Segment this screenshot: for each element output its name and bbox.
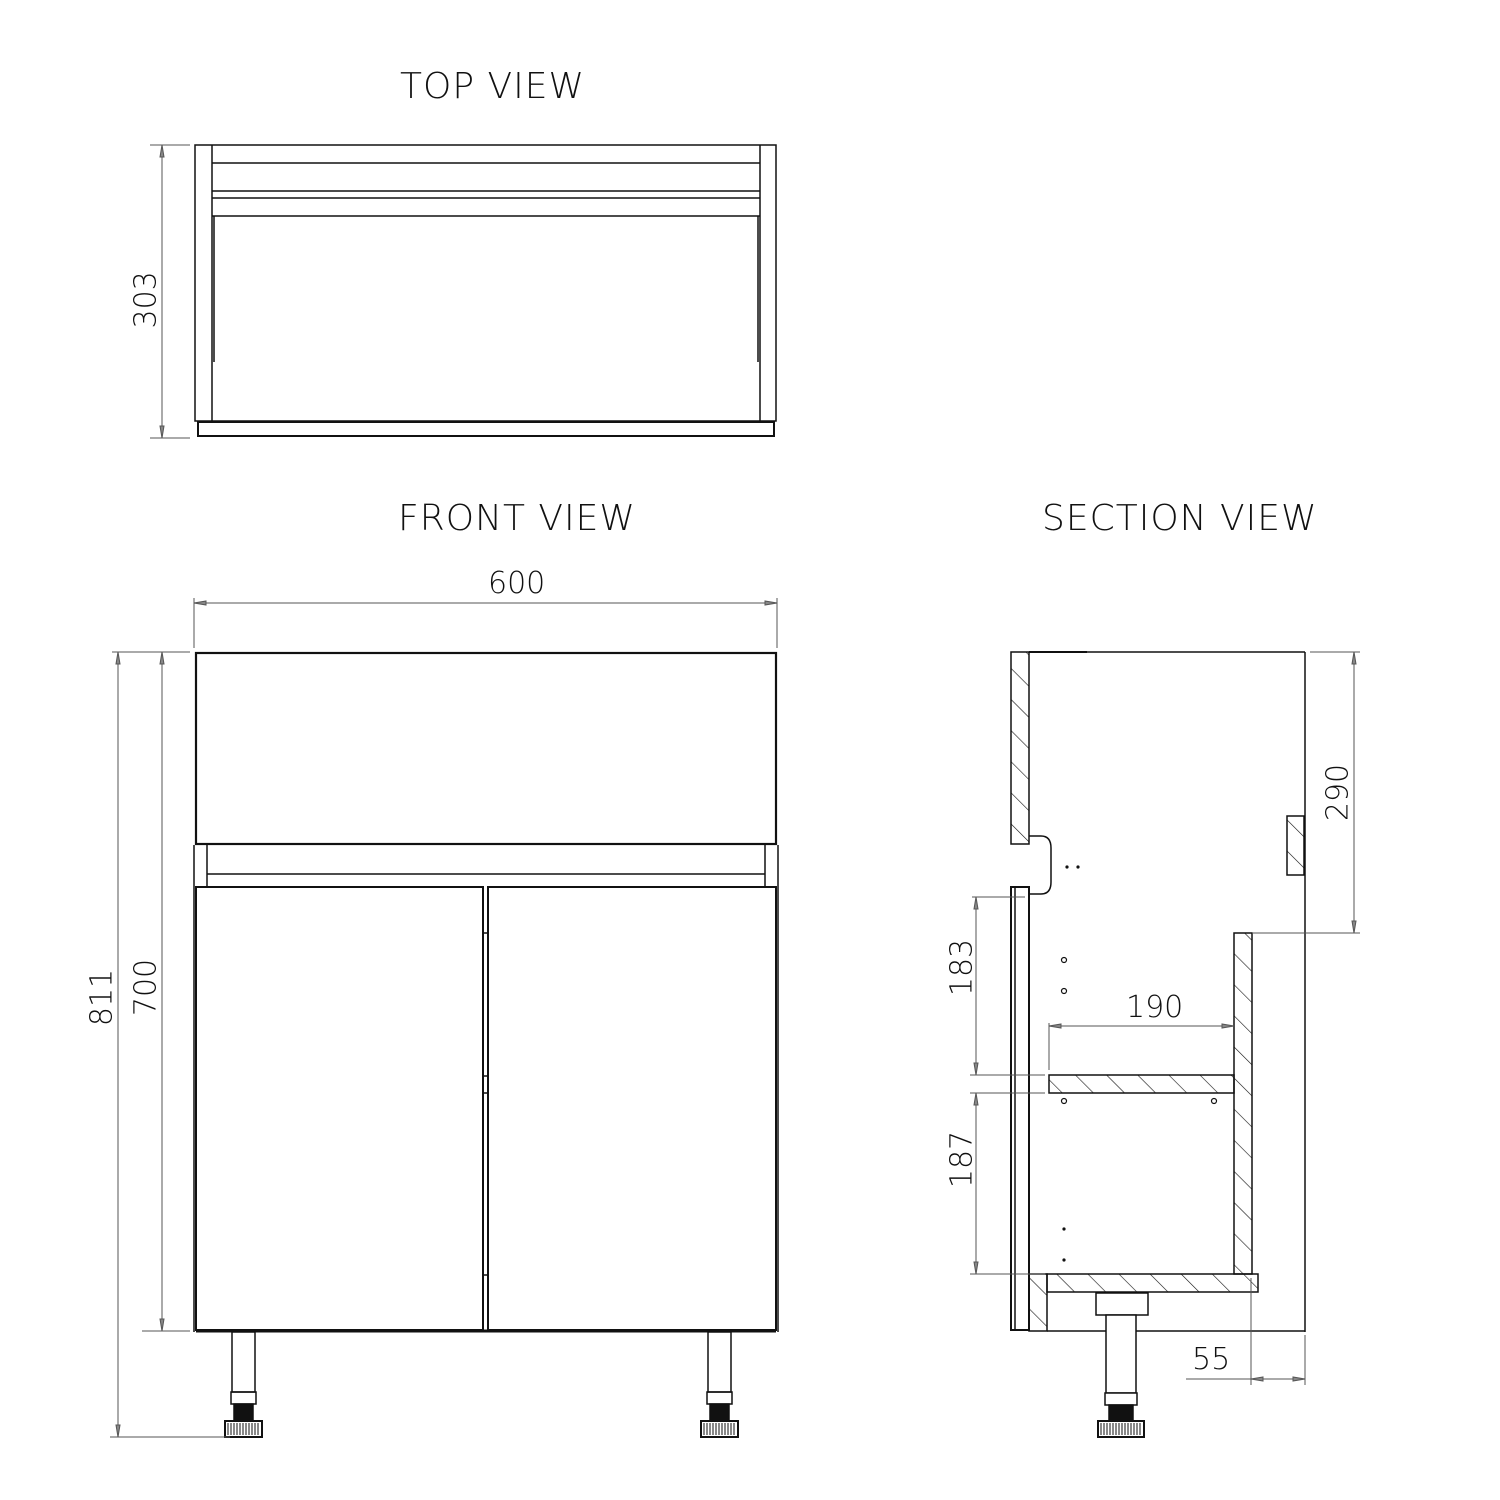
section-dimensions bbox=[970, 651, 1360, 1385]
leg-knurl bbox=[227, 1423, 735, 1435]
top-depth-label: 303 bbox=[128, 271, 164, 329]
section-view-outline bbox=[1010, 651, 1306, 1438]
drawer-height-label: 290 bbox=[1320, 763, 1356, 822]
dots bbox=[1062, 865, 1080, 1262]
top-depth-dimension bbox=[150, 144, 190, 439]
shelf-depth-label: 190 bbox=[1126, 990, 1184, 1025]
front-width-dimension bbox=[193, 598, 778, 648]
carcass-height-label: 700 bbox=[128, 958, 164, 1017]
front-view-outline bbox=[193, 651, 779, 1438]
shelf-pin-holes bbox=[1060, 956, 1218, 1105]
front-view-title: FRONT VIEW bbox=[398, 498, 637, 539]
front-width-label: 600 bbox=[488, 566, 546, 601]
section-view-title: SECTION VIEW bbox=[1042, 498, 1318, 539]
section-leg-knurl bbox=[1100, 1423, 1141, 1435]
top-view-title: TOP VIEW bbox=[400, 66, 586, 107]
top-view-outline bbox=[194, 144, 777, 437]
back-recess-label: 55 bbox=[1192, 1342, 1231, 1377]
upper-gap-label: 183 bbox=[944, 938, 980, 997]
front-height-dimensions bbox=[110, 651, 230, 1438]
lower-gap-label: 187 bbox=[944, 1130, 980, 1189]
overall-height-label: 811 bbox=[84, 968, 120, 1027]
